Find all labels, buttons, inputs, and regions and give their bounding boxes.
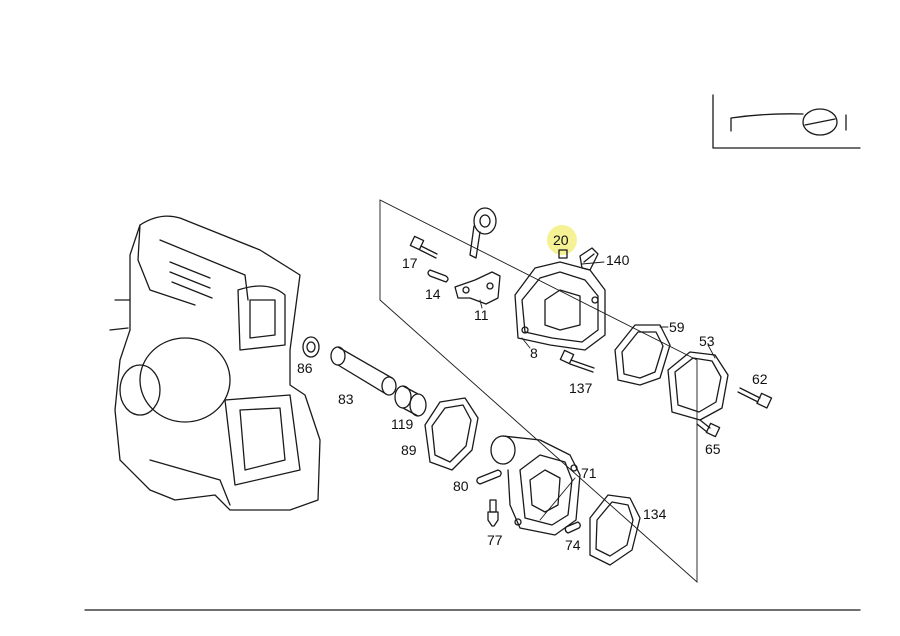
assembly-outline: [379, 199, 698, 584]
part-11-shift-fork: [454, 271, 501, 305]
steering-wheel-icon: [712, 94, 861, 149]
part-137-bolt: [559, 349, 595, 373]
label-65: 65: [705, 441, 721, 457]
part-20-plug: [547, 225, 577, 259]
leader-lines: [479, 261, 716, 521]
part-53-cover: [667, 351, 729, 421]
label-62: 62: [752, 371, 768, 387]
part-77-fitting: [487, 499, 499, 527]
shift-lever: [469, 207, 497, 259]
part-59-gasket: [614, 324, 671, 386]
part-8-housing-cover: [514, 261, 606, 351]
part-140-switch: [579, 247, 599, 271]
label-80: 80: [453, 478, 469, 494]
transmission-housing: [109, 215, 321, 511]
label-74: 74: [565, 537, 581, 553]
part-119-bearing: [394, 385, 427, 417]
label-53: 53: [699, 333, 715, 349]
highlight-marker: [547, 225, 577, 255]
part-74-pin: [564, 521, 581, 534]
label-59: 59: [669, 319, 685, 335]
part-65-bolt: [696, 419, 721, 438]
label-71: 71: [581, 465, 597, 481]
part-86-bushing: [302, 336, 320, 358]
part-62-bolt: [737, 387, 773, 409]
part-83-tube: [330, 346, 397, 396]
label-140: 140: [606, 252, 630, 268]
label-8: 8: [530, 345, 538, 361]
label-89: 89: [401, 442, 417, 458]
label-119: 119: [391, 416, 414, 432]
part-134-gasket: [589, 494, 641, 566]
label-20: 20: [553, 232, 569, 248]
label-134: 134: [643, 506, 667, 522]
label-137: 137: [569, 380, 593, 396]
part-17-bolt: [409, 235, 438, 259]
label-17: 17: [402, 255, 418, 271]
label-83: 83: [338, 391, 354, 407]
label-77: 77: [487, 532, 503, 548]
part-14-pin: [427, 269, 449, 283]
part-71-housing: [490, 435, 581, 536]
part-labels: 17 14 11 20 140 8 59 53 137 62 65 86 83 …: [297, 232, 768, 553]
label-86: 86: [297, 360, 313, 376]
part-80-pin: [476, 469, 502, 485]
part-89-gasket: [424, 397, 479, 471]
label-11: 11: [474, 307, 489, 323]
label-14: 14: [425, 286, 441, 302]
